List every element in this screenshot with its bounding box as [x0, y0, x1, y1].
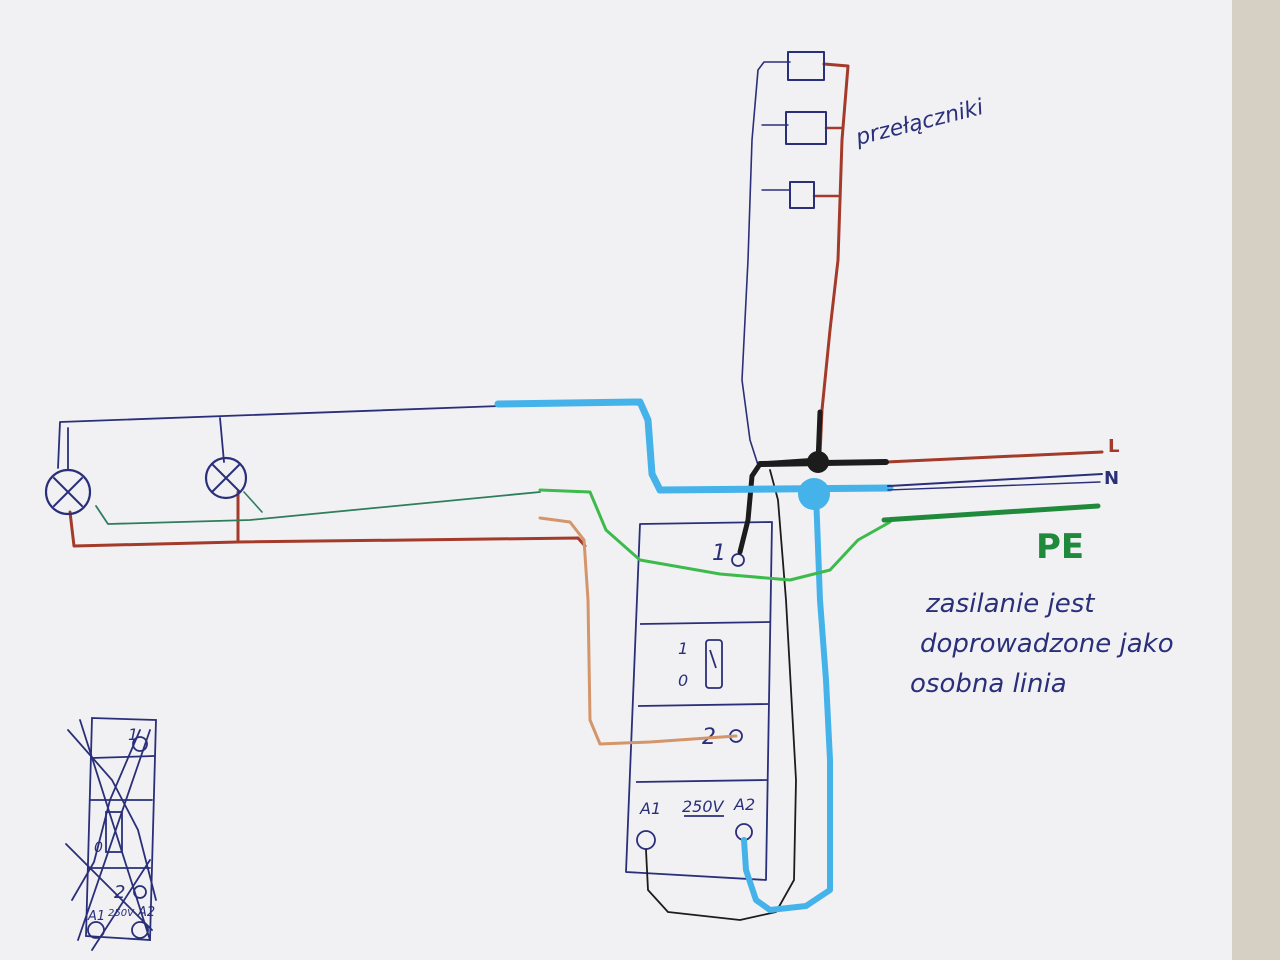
switch-strip-live-taps — [812, 126, 844, 198]
lamp-2 — [204, 456, 248, 500]
sketch-cross-stroke-6 — [91, 859, 151, 951]
pe-feed-wire — [881, 503, 1101, 523]
sketch-cross-stroke-5 — [65, 843, 153, 931]
sketch-toggle — [105, 811, 123, 853]
relay-divider-2 — [637, 703, 769, 707]
neutral-junction-dot — [798, 478, 830, 510]
neutral-drop-wire — [741, 491, 833, 913]
relay-switch-off-label: 0 — [678, 671, 688, 690]
live-label: L — [1108, 436, 1119, 457]
relay-toggle-lever — [709, 649, 717, 669]
neutral-feed-wire-2 — [887, 481, 1101, 491]
relay-terminal-a1 — [636, 830, 656, 850]
lamp-1-cross — [53, 477, 83, 507]
neutral-label: N — [1104, 468, 1119, 489]
switch-box-2 — [785, 111, 827, 145]
relay-a1-label: A1 — [639, 799, 661, 818]
sketch-terminal-1 — [132, 736, 148, 752]
sketch-a2-label: A2 — [137, 905, 155, 920]
sketch-terminal-2-label: 2 — [114, 882, 125, 903]
neutral-feed-wire — [887, 473, 1103, 487]
sketch-cross-stroke-2 — [71, 729, 141, 901]
relay-divider-1 — [639, 621, 771, 625]
switch-strip-ink-wire — [741, 61, 791, 466]
live-feed-wire — [884, 450, 1104, 464]
note-line-3: osobna linia — [910, 669, 1067, 699]
note-line-2: doprowadzone jako — [920, 629, 1174, 659]
switch-strip-live-wire — [818, 62, 850, 457]
sketch-switch-0-label: 0 — [94, 840, 103, 856]
pe-wire — [538, 488, 892, 582]
relay-a2-label: A2 — [733, 795, 755, 814]
sketch-terminal-1-label: 1 — [128, 725, 138, 744]
pe-label: PE — [1036, 527, 1084, 567]
paper-sheet — [0, 0, 1232, 960]
relay-voltage-label: 250V — [682, 797, 725, 816]
sketch-divider-1 — [91, 755, 155, 759]
neutral-wire — [494, 398, 894, 494]
lamp-drop-2 — [219, 417, 225, 463]
relay-terminal-1-label: 1 — [712, 541, 726, 566]
relay-divider-3 — [635, 779, 769, 783]
lamp-1 — [44, 468, 92, 516]
lamp2-earth-drop — [243, 491, 263, 513]
lamp-earth-wire — [95, 491, 541, 525]
relay-module — [625, 521, 773, 881]
sketch-a1-label: A1 — [87, 909, 105, 924]
sketch-terminal-a2 — [131, 921, 149, 939]
sketch-voltage-label: 250V — [108, 908, 135, 919]
lamp-top-wire — [57, 405, 501, 469]
relay-switch-on-label: 1 — [678, 639, 688, 658]
relay-wiring — [494, 398, 1104, 921]
lamp-circuit — [44, 405, 587, 548]
sketch-cross-stroke-4 — [77, 729, 151, 941]
a1-return-wire — [645, 469, 797, 921]
switched-wire — [538, 516, 738, 746]
switch-strip-ink-wire-2 — [761, 124, 791, 191]
lamp-2-cross — [211, 463, 241, 493]
carpet-edge — [1232, 0, 1280, 960]
relay-terminal-1 — [731, 553, 745, 567]
switch-box-1 — [787, 51, 825, 81]
switch-box-3 — [789, 181, 815, 209]
relay-outline — [625, 521, 773, 881]
switch-strip — [741, 51, 850, 466]
relay-toggle-switch — [705, 639, 723, 689]
live-junction-dot — [807, 451, 829, 473]
crossed-out-sketch — [65, 717, 157, 951]
note-line-1: zasilanie jest — [925, 589, 1095, 619]
